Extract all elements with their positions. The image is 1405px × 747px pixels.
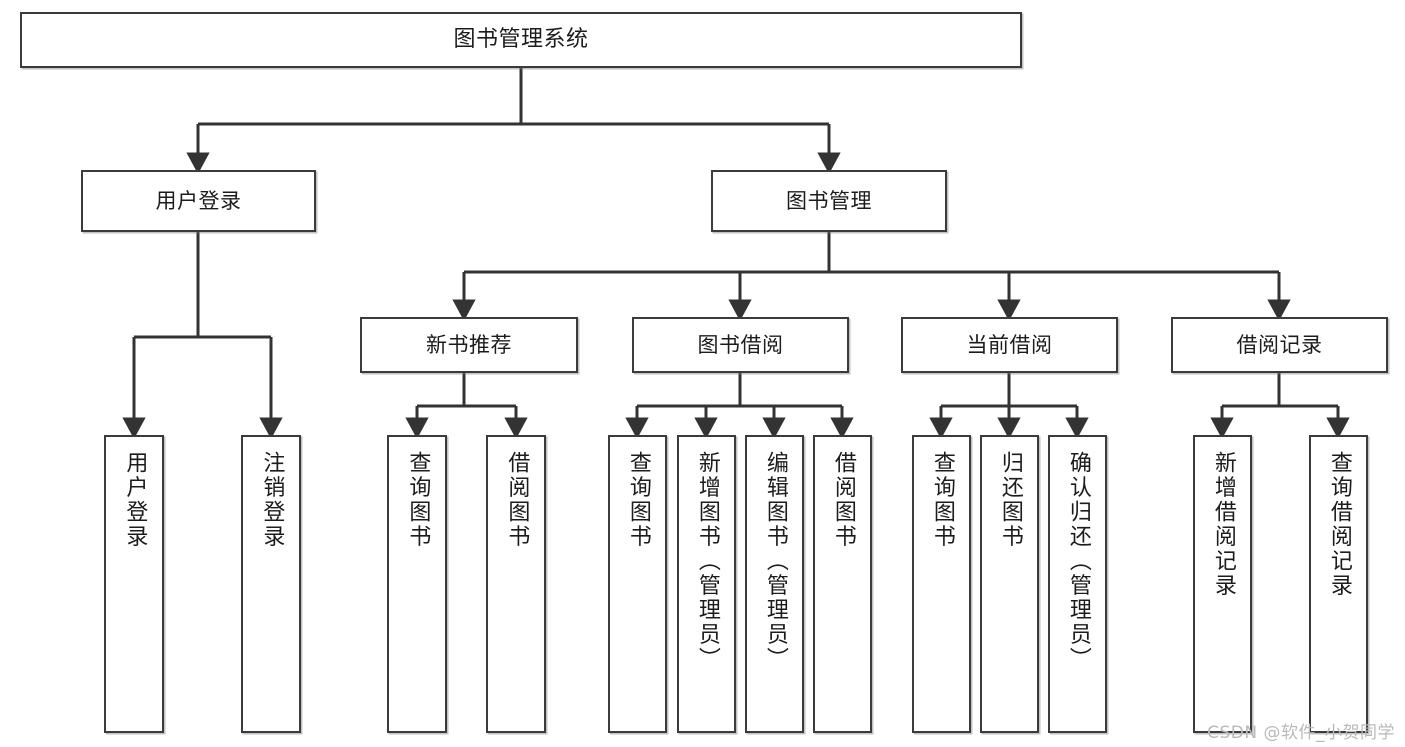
node-book-borrow[interactable]: 图书借阅 — [632, 317, 849, 373]
node-leaf-borrow-query[interactable]: 查询图书 — [608, 435, 667, 733]
node-label: 新书推荐 — [426, 332, 512, 357]
node-book-manage[interactable]: 图书管理 — [711, 170, 947, 232]
node-borrow-record[interactable]: 借阅记录 — [1171, 317, 1388, 373]
node-label: 新增图书（管理员） — [694, 451, 720, 672]
node-label: 当前借阅 — [966, 332, 1053, 357]
node-label: 确认归还（管理员） — [1065, 451, 1091, 672]
node-leaf-cur-query[interactable]: 查询图书 — [912, 435, 971, 733]
node-user-login[interactable]: 用户登录 — [81, 170, 316, 232]
node-label: 注销登录 — [259, 451, 285, 549]
node-leaf-record-add[interactable]: 新增借阅记录 — [1193, 435, 1252, 733]
node-leaf-borrow-edit[interactable]: 编辑图书（管理员） — [745, 435, 804, 733]
node-label: 查询借阅记录 — [1326, 451, 1352, 598]
node-label: 图书管理 — [786, 188, 872, 213]
node-root-system[interactable]: 图书管理系统 — [20, 12, 1022, 68]
node-leaf-borrow-do[interactable]: 借阅图书 — [813, 435, 872, 733]
node-label: 新增借阅记录 — [1210, 451, 1236, 598]
node-leaf-rec-borrow[interactable]: 借阅图书 — [486, 435, 546, 733]
node-label: 编辑图书（管理员） — [762, 451, 788, 672]
node-label: 查询图书 — [929, 451, 955, 549]
node-label: 图书借阅 — [697, 332, 784, 357]
node-leaf-cur-return[interactable]: 归还图书 — [980, 435, 1039, 733]
node-label: 查询图书 — [625, 451, 651, 549]
node-leaf-record-query[interactable]: 查询借阅记录 — [1309, 435, 1368, 733]
node-label: 借阅图书 — [504, 451, 530, 549]
node-leaf-cur-confirm[interactable]: 确认归还（管理员） — [1048, 435, 1107, 733]
node-current-borrow[interactable]: 当前借阅 — [901, 317, 1118, 373]
node-new-book-recommend[interactable]: 新书推荐 — [360, 317, 578, 373]
node-leaf-user-login[interactable]: 用户登录 — [104, 435, 164, 733]
node-label: 用户登录 — [155, 188, 242, 213]
node-leaf-rec-query[interactable]: 查询图书 — [387, 435, 447, 733]
node-leaf-user-logout[interactable]: 注销登录 — [241, 435, 301, 733]
node-label: 图书管理系统 — [453, 27, 589, 53]
node-label: 查询图书 — [405, 451, 431, 549]
node-label: 借阅记录 — [1236, 332, 1323, 357]
node-leaf-borrow-add[interactable]: 新增图书（管理员） — [677, 435, 736, 733]
csdn-watermark: CSDN @软件_小贺同学 — [1207, 723, 1395, 743]
node-label: 归还图书 — [997, 451, 1023, 549]
node-label: 用户登录 — [122, 451, 148, 549]
node-label: 借阅图书 — [830, 451, 856, 549]
